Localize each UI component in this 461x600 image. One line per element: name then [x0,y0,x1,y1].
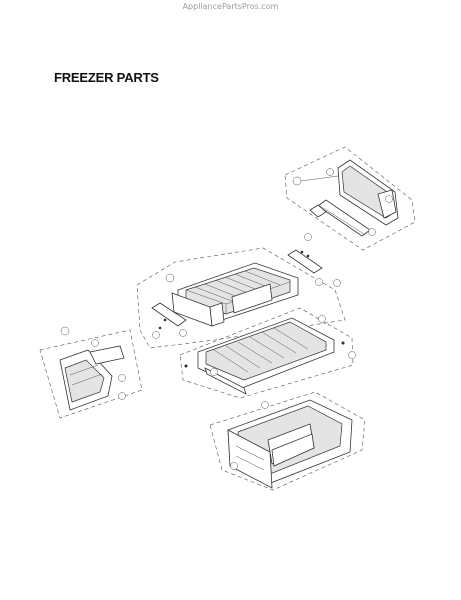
callout-circle [292,176,302,186]
lower-drawer-group [209,391,366,491]
page-title: FREEZER PARTS [54,70,159,85]
callout-circle [368,228,376,236]
middle-tray-group [179,307,356,399]
callout-circle [179,329,187,337]
middle-tray-floor [205,321,327,381]
front-cover-inner [64,359,105,403]
rail-assembly-group [284,146,416,251]
callout-circle [165,273,175,283]
callout-circle [230,462,238,470]
callout-circle [91,339,99,347]
callout-circle [118,374,126,382]
front-cover-group [39,326,143,419]
callout-circle [326,168,334,176]
callout-circle [318,315,326,323]
rail-assembly-outline [284,146,416,251]
upper-left-rail [151,302,187,327]
lower-bin-handle [271,433,315,467]
callout-circle [60,326,70,336]
callout-circle [152,331,160,339]
lower-drawer-outline [209,391,366,491]
callout-circle [385,195,393,203]
watermark-text: AppliancePartsPros.com [182,2,279,11]
callout-circle [118,392,126,400]
upper-drawer-side [209,302,225,327]
callout-circle [348,351,356,359]
lower-bin-front [227,429,273,489]
upper-drawer-handle [231,283,273,314]
callout-circle [210,368,218,376]
rail-front-cap [309,204,327,218]
upper-drawer-group [136,233,346,349]
callout-circle [333,279,341,287]
callout-circle [261,401,269,409]
middle-tray-outline [179,307,354,399]
callout-circle [315,278,323,286]
callout-circle [304,233,312,241]
upper-drawer-outline [136,247,346,349]
front-cover-clip [89,345,125,365]
upper-right-rail [287,249,323,274]
